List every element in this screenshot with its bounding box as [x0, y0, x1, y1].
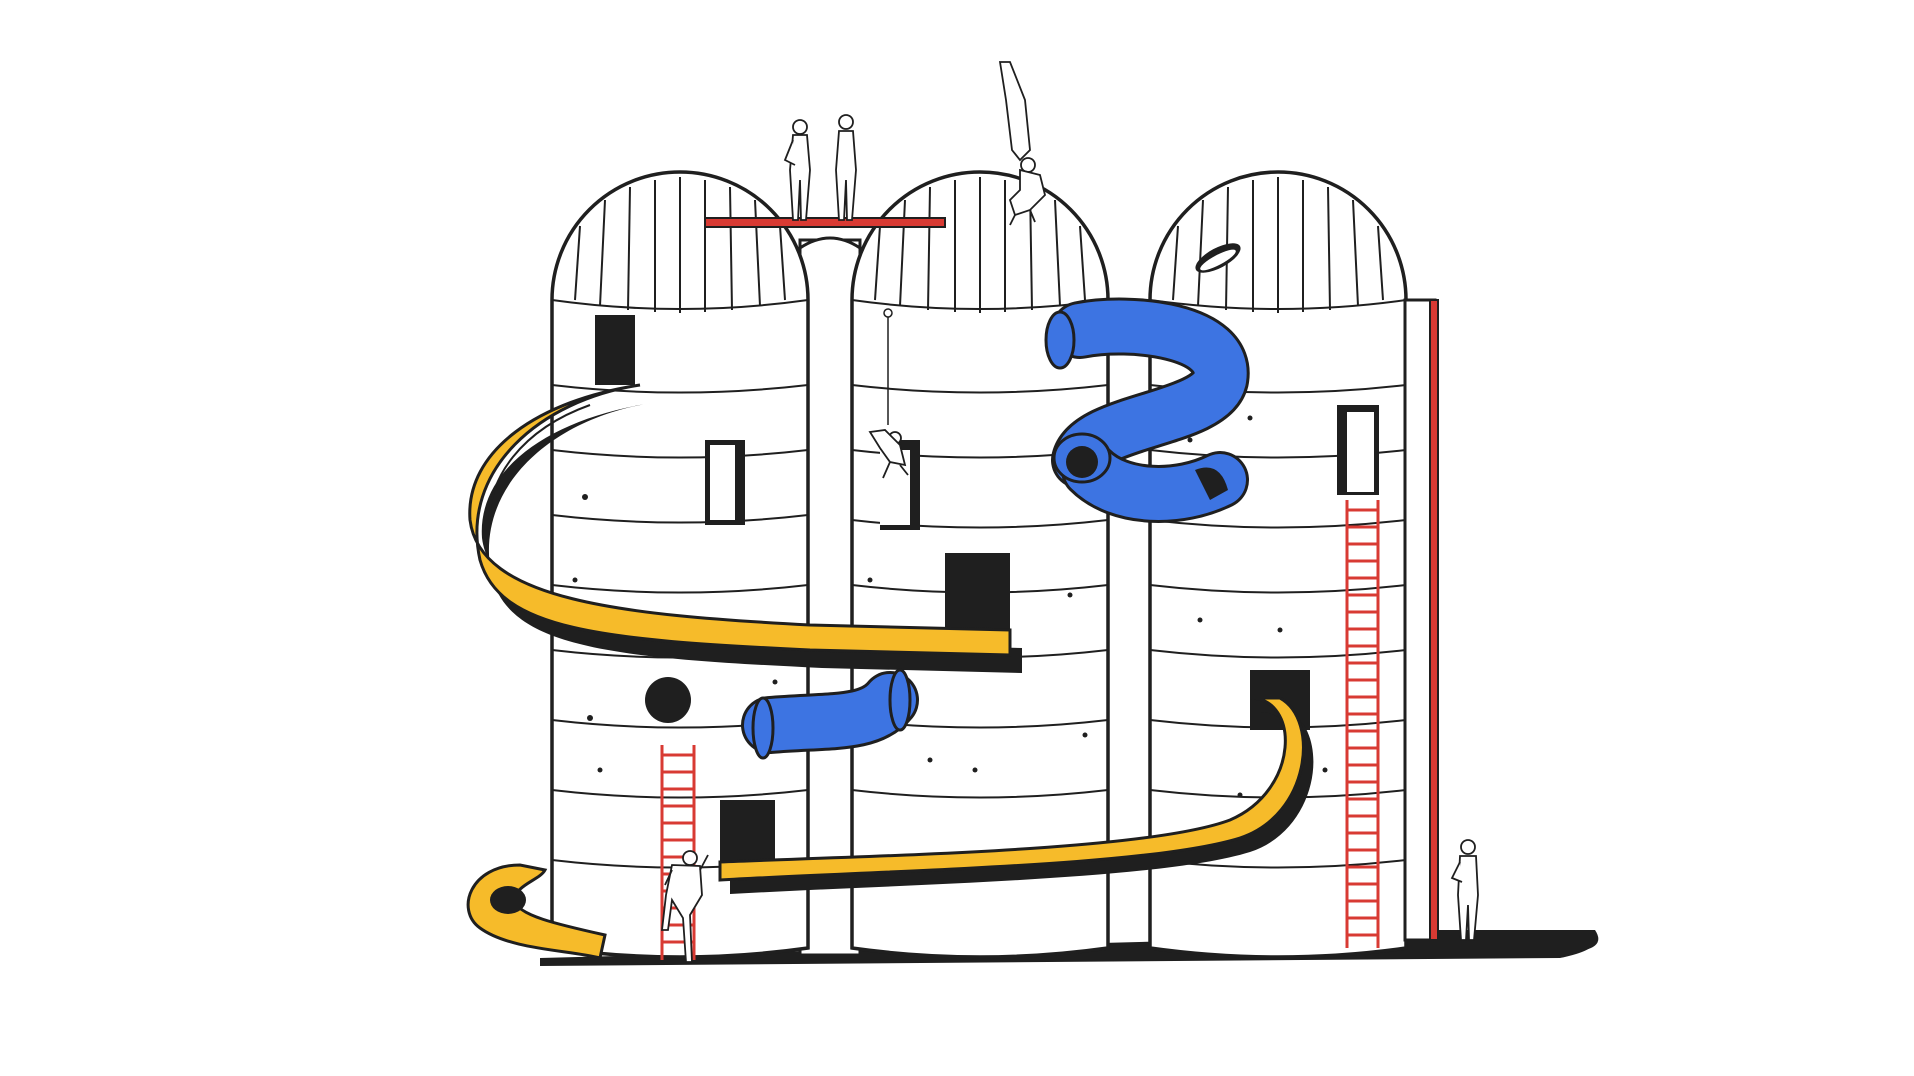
red-pole [1429, 299, 1439, 941]
yellow-slide-bottom-left [466, 863, 607, 960]
person-on-ladder [660, 850, 709, 963]
person-climbing-rope [868, 429, 909, 479]
silo-middle-specks [867, 577, 1088, 773]
silo-middle [850, 170, 1110, 959]
person-handstand-diver [998, 61, 1046, 226]
ladder-right [1345, 500, 1380, 948]
person-standing-right [1450, 839, 1479, 941]
blue-pipe-upper [1044, 297, 1250, 523]
silo-left-door-bottom [720, 800, 775, 865]
yellow-slide-lower [718, 696, 1314, 894]
blue-pipe-lower [741, 668, 919, 760]
person-woman-on-bridge [783, 119, 811, 221]
top-bridge [704, 217, 946, 228]
silo-right-specks [1187, 415, 1328, 798]
silo-left-door-top [595, 315, 635, 385]
person-man-on-bridge [835, 114, 857, 221]
silo-left-porthole [645, 677, 691, 723]
ground-shadow-right [1400, 930, 1599, 950]
connector-tube-left [798, 236, 862, 957]
yellow-slide-upper [468, 383, 1022, 673]
